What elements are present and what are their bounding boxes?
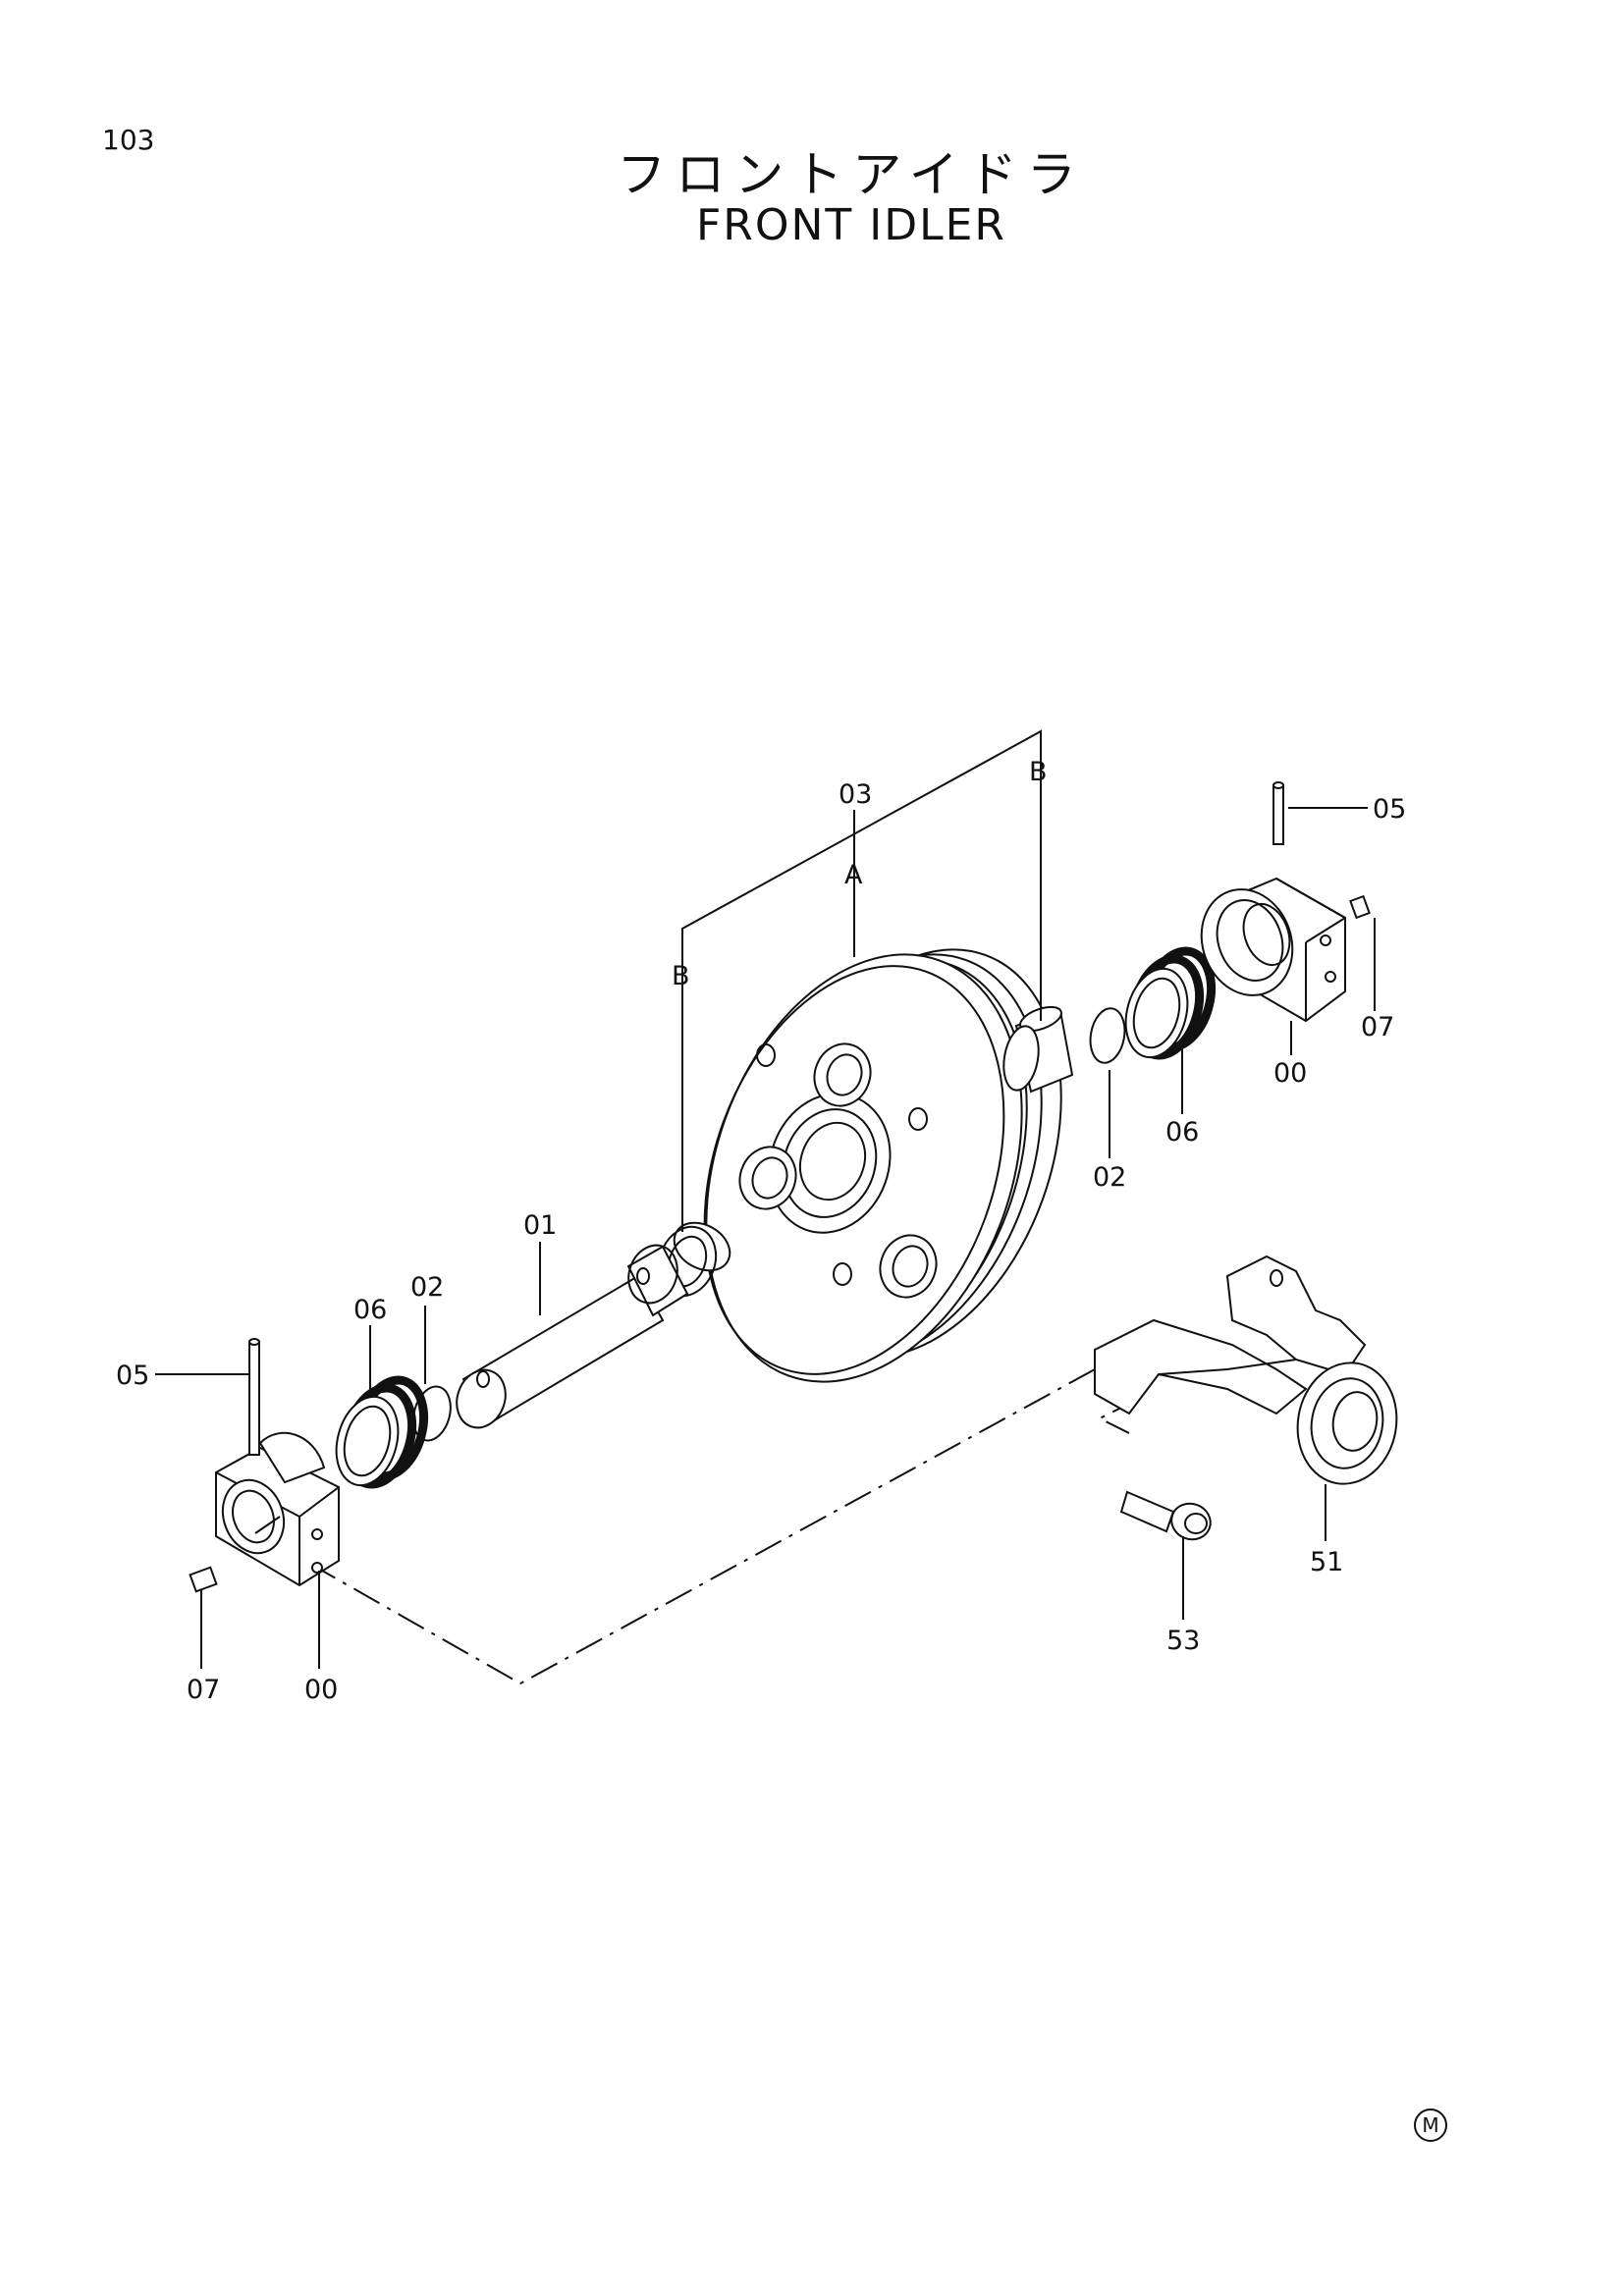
title-japanese: フロントアイドラ [617,146,1086,203]
assembly-centerline [321,1368,1096,1685]
callout-00-right: 00 [1273,1058,1307,1089]
bolt [1119,1490,1212,1541]
callout-05-right: 05 [1373,794,1406,825]
bearing-bracket-left [189,1338,340,1593]
o-ring-right [1089,1007,1126,1064]
bushing-right [1002,1005,1074,1094]
callout-06-left: 06 [353,1295,387,1325]
bearing-bracket-right [1200,781,1371,1023]
callout-01: 01 [523,1210,557,1241]
callout-07-left: 07 [187,1675,220,1705]
callout-03: 03 [839,779,872,810]
floating-seal-left [335,1375,429,1489]
idler-shaft [456,1244,689,1429]
page-number: 103 [102,124,155,156]
manufacturer-mark: M [1414,2109,1447,2142]
callout-51: 51 [1310,1547,1343,1577]
callout-02-right: 02 [1093,1162,1126,1193]
callout-07-right: 07 [1361,1012,1394,1042]
floating-seal-right [1124,946,1217,1060]
callout-06-right: 06 [1165,1117,1199,1148]
callout-02-left: 02 [410,1272,444,1303]
callout-00-left: 00 [304,1675,338,1705]
callout-b-left: B [672,961,690,991]
front-idler-wheel [703,948,1062,1383]
o-ring-left [412,1385,452,1442]
callout-05-left: 05 [116,1361,149,1391]
callout-b-right: B [1029,757,1048,787]
callout-a: A [844,860,863,890]
title-english: FRONT IDLER [695,200,1007,250]
idler-yoke [1094,1255,1398,1485]
callout-53: 53 [1166,1626,1200,1656]
